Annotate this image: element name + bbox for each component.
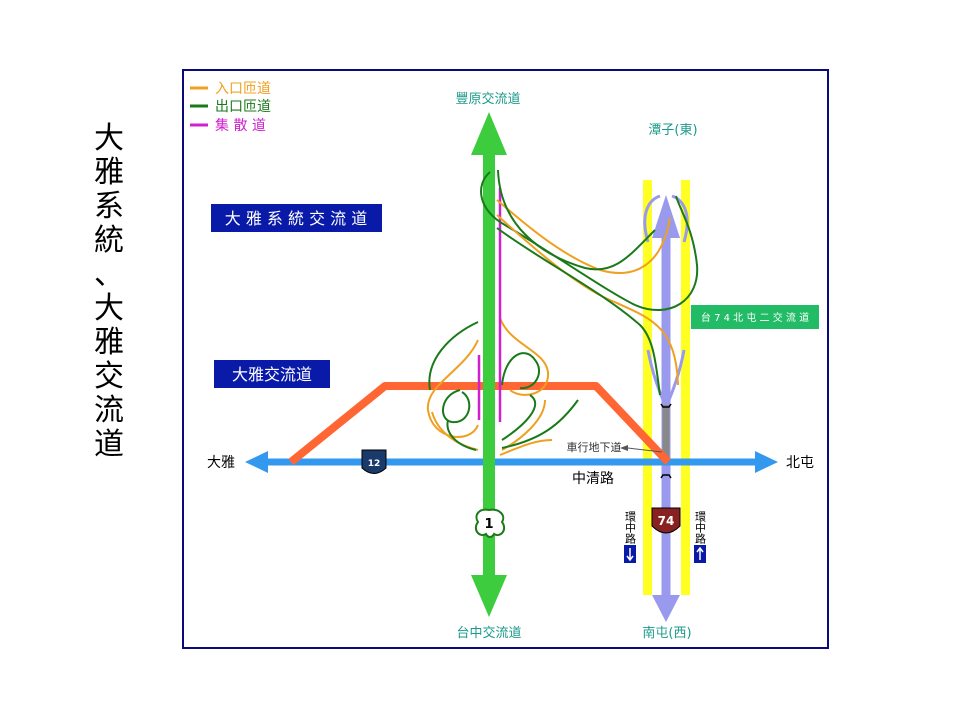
highway-1-shield-icon: 1: [474, 508, 506, 538]
title-char: 、: [94, 257, 124, 292]
highway-1-shield-number: 1: [484, 517, 493, 532]
title-char: 雅: [94, 325, 124, 360]
tw74-interchange-label: 台 7 4 北 屯 二 交 流 道: [701, 311, 809, 324]
legend-label-entry: 入口匝道: [215, 81, 271, 97]
entry-ramp: [496, 214, 679, 386]
ring-road-right: [681, 180, 690, 595]
daya-interchange-box: [214, 360, 330, 388]
expressway-ramp-ne: [671, 194, 689, 243]
dest-tanzi: 潭子(東): [648, 122, 697, 138]
title-char: 大: [94, 291, 124, 326]
ring-road-left: [643, 180, 652, 595]
expressway-north-arrow: [652, 195, 680, 238]
entry-ramp: [499, 439, 553, 456]
freeway-south-arrow: [471, 575, 507, 617]
dest-daya: 大雅: [207, 455, 235, 471]
exit-ramp: [446, 419, 477, 451]
diagram-frame: [182, 69, 829, 649]
title-char: 統: [94, 223, 124, 258]
zhongqing-east-arrow: [755, 451, 778, 473]
exit-ramp: [428, 321, 479, 391]
provincial-12-shield-number: 12: [368, 459, 381, 469]
provincial-74-shield-number: 74: [658, 514, 675, 528]
exit-ramp: [501, 394, 537, 441]
legend-label-exit: 出口匝道: [215, 99, 271, 115]
dest-nantun: 南屯(西): [642, 625, 691, 641]
legend-label-cd: 集 散 道: [215, 117, 266, 134]
provincial-74-shield-icon: 74: [651, 507, 681, 534]
exit-ramp: [496, 227, 661, 396]
expressway-south-arrow: [652, 595, 680, 622]
northbound-arrow-glyph: [696, 546, 704, 560]
dest-fengyuan: 豐原交流道: [455, 91, 520, 107]
title-char: 雅: [94, 155, 124, 190]
title-char: 系: [94, 189, 124, 224]
system-interchange-box: [211, 204, 382, 232]
zhongqing-west-arrow: [245, 451, 268, 473]
exit-ramp: [501, 352, 540, 390]
tw74-interchange-box: [691, 305, 819, 329]
zhongqing-road-label: 中清路: [572, 471, 614, 487]
dest-taichung: 台中交流道: [456, 625, 521, 641]
ring-road-label-right: 環中路: [694, 511, 707, 545]
freeway-north-arrow: [471, 112, 507, 155]
expressway-ramp-nw: [643, 194, 661, 243]
underpass-marker-top: [660, 403, 672, 408]
underpass-pointer-head: [620, 445, 628, 451]
exit-ramp: [497, 169, 656, 271]
page-title: 大 雅 系 統 、 大 雅 交 流 道: [92, 122, 126, 462]
underpass-pointer: [627, 447, 663, 453]
exit-ramp: [480, 171, 699, 311]
title-char: 流: [94, 393, 124, 428]
title-char: 交: [94, 359, 124, 394]
dest-beitun: 北屯: [786, 455, 814, 471]
underpass-marker-bottom: [660, 474, 672, 479]
title-char: 道: [94, 427, 124, 462]
ring-road-label-left: 環中路: [624, 511, 637, 545]
entry-ramp: [426, 339, 479, 438]
exit-ramp: [442, 389, 471, 424]
southbound-arrow-glyph: [626, 548, 634, 562]
entry-ramp: [499, 317, 550, 396]
provincial-12-shield-icon: 12: [361, 449, 387, 474]
exit-ramp: [501, 399, 579, 449]
system-interchange-label: 大 雅 系 統 交 流 道: [225, 209, 368, 228]
daya-interchange-label: 大雅交流道: [232, 365, 312, 384]
underpass-label: 車行地下道: [567, 440, 622, 454]
expressway-ramp-sw: [646, 349, 665, 401]
title-char: 大: [94, 121, 124, 156]
